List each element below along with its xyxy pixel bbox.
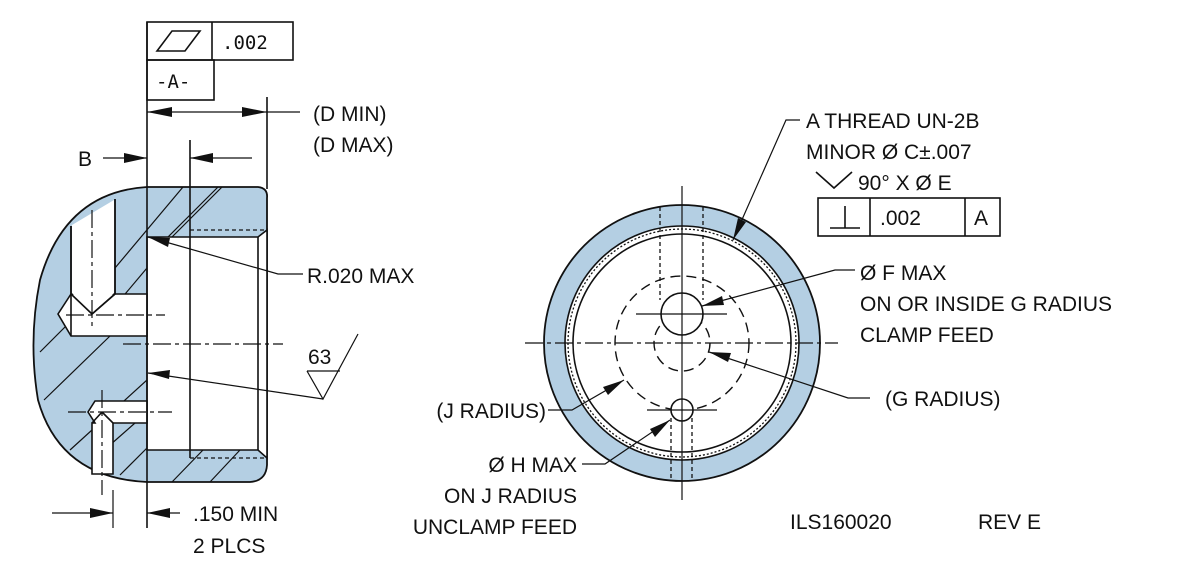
section-view: .002 -A- (D MIN) (D MAX) B R.020 MAX 63 … xyxy=(32,21,414,558)
surface-finish-symbol: 63 xyxy=(147,333,359,401)
drawing-number: ILS160020 xyxy=(790,511,892,534)
thread-note: A THREAD UN-2B xyxy=(806,110,980,133)
d-max-label: (D MAX) xyxy=(313,134,394,157)
perpendicularity-fcf: .002 A xyxy=(817,197,1001,237)
datum-label: -A- xyxy=(156,71,190,93)
f-hole-purpose: CLAMP FEED xyxy=(860,324,994,347)
flatness-tolerance: .002 xyxy=(222,32,268,54)
h-hole-purpose: UNCLAMP FEED xyxy=(413,516,577,539)
perpendicularity-icon xyxy=(830,206,860,229)
h-hole-location: ON J RADIUS xyxy=(444,485,577,508)
j-radius-label: (J RADIUS) xyxy=(436,400,546,423)
min-dim-text: .150 MIN xyxy=(193,503,278,526)
f-hole-location: ON OR INSIDE G RADIUS xyxy=(860,293,1112,316)
d-min-label: (D MIN) xyxy=(313,103,386,126)
plcs-text: 2 PLCS xyxy=(193,535,265,558)
flatness-icon xyxy=(155,30,202,52)
f-hole-note: Ø F MAX xyxy=(860,262,946,285)
lower-hole xyxy=(87,400,148,475)
countersink-icon xyxy=(815,171,853,190)
perp-tolerance: .002 xyxy=(880,207,921,230)
surface-finish-value: 63 xyxy=(308,346,331,369)
end-view: A THREAD UN-2B MINOR Ø C±.007 90° X Ø E … xyxy=(413,110,1112,539)
countersink-note: 90° X Ø E xyxy=(858,172,952,195)
flatness-fcf: .002 -A- xyxy=(146,21,294,101)
g-radius-label: (G RADIUS) xyxy=(885,388,1001,411)
minor-dia-note: MINOR Ø C±.007 xyxy=(806,141,972,164)
radius-note: R.020 MAX xyxy=(307,265,414,288)
revision: REV E xyxy=(978,511,1041,534)
h-hole-note: Ø H MAX xyxy=(488,454,577,477)
b-label: B xyxy=(78,148,92,171)
section-hatch xyxy=(39,186,241,483)
perp-datum: A xyxy=(974,207,988,230)
